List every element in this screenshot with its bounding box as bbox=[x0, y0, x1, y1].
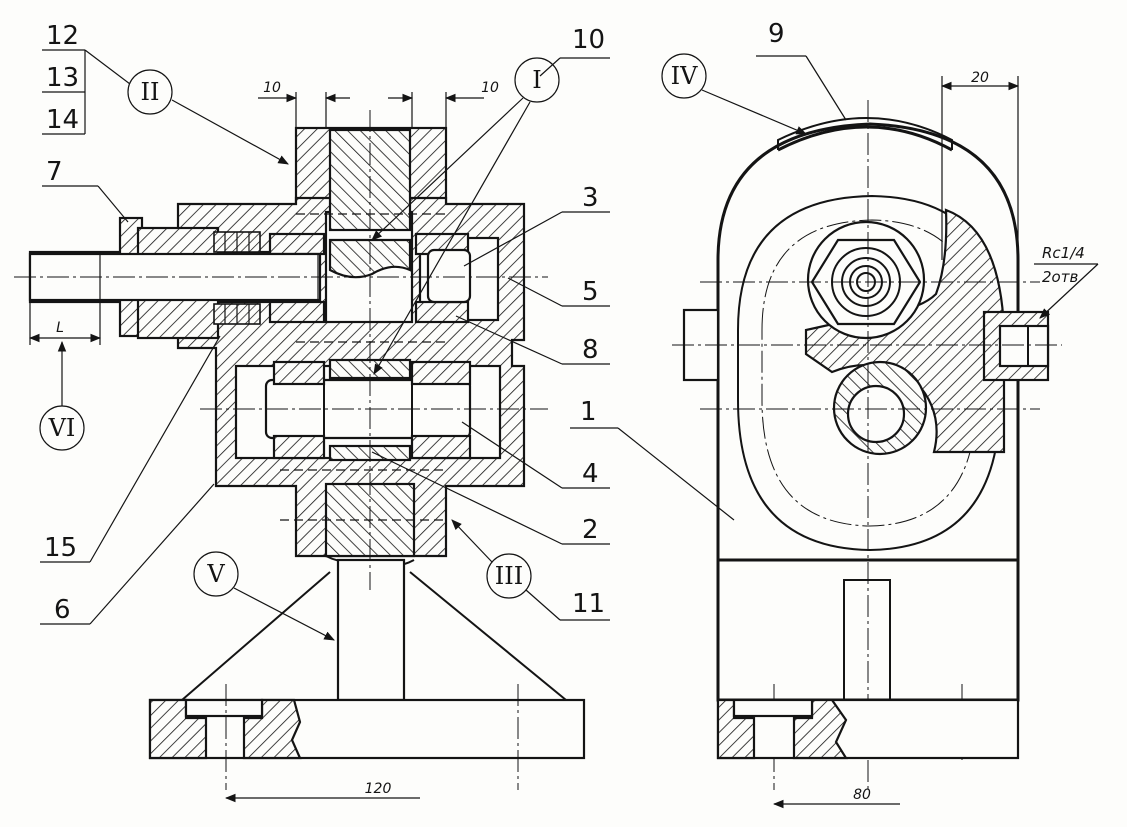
part-label-9: 9 bbox=[768, 19, 785, 49]
upper-nut bbox=[426, 248, 472, 304]
dim-base-span-left: 120 bbox=[365, 781, 392, 797]
lower-bushing-right-b bbox=[410, 434, 472, 460]
side-view: 20 80 Rc1/4 2отв bbox=[672, 70, 1099, 809]
upper-bushing-left bbox=[268, 232, 326, 256]
lower-bushing-left bbox=[272, 360, 326, 386]
top-pad bbox=[777, 125, 953, 152]
callout-circle-I bbox=[514, 57, 560, 103]
thread-note: Rc1/4 bbox=[1042, 244, 1085, 262]
part-label-14: 14 bbox=[46, 105, 79, 135]
part-label-3: 3 bbox=[582, 183, 599, 213]
thread-count: 2отв bbox=[1042, 268, 1078, 286]
dim-shaft-length: L bbox=[56, 320, 64, 336]
front-section-view: 10 10 L 120 bbox=[14, 80, 586, 803]
right-view-labels: 9 IV bbox=[661, 19, 847, 135]
callout-V: V bbox=[206, 560, 225, 588]
callout-circle-V bbox=[193, 551, 239, 597]
lower-bushing-right bbox=[410, 360, 472, 386]
part-label-8: 8 bbox=[582, 335, 599, 365]
part-label-6: 6 bbox=[54, 595, 71, 625]
callout-III: III bbox=[495, 562, 523, 590]
part-label-1: 1 bbox=[580, 397, 597, 427]
lower-bushing-left-b bbox=[272, 434, 326, 460]
part-label-12: 12 bbox=[46, 21, 79, 51]
dim-right-gap: 10 bbox=[481, 80, 499, 96]
part-label-7: 7 bbox=[46, 157, 63, 187]
part-label-4: 4 bbox=[582, 459, 599, 489]
upper-bushing-left-b bbox=[268, 300, 326, 324]
side-column bbox=[843, 579, 891, 701]
dim-base-span-right: 80 bbox=[853, 787, 871, 803]
part-label-10: 10 bbox=[572, 25, 605, 55]
callout-II: II bbox=[141, 78, 160, 106]
callout-I: I bbox=[532, 66, 541, 94]
part-label-2: 2 bbox=[582, 515, 599, 545]
part-label-5: 5 bbox=[582, 277, 599, 307]
callout-VI: VI bbox=[48, 414, 76, 442]
part-label-11: 11 bbox=[572, 589, 605, 619]
stand-column bbox=[336, 558, 406, 702]
callout-circle-IV bbox=[661, 53, 707, 99]
part-label-15: 15 bbox=[44, 533, 77, 563]
pump-body-outline bbox=[716, 122, 1020, 562]
callout-circle-III bbox=[486, 553, 532, 599]
part-label-13: 13 bbox=[46, 63, 79, 93]
callout-circle-II bbox=[127, 69, 173, 115]
dim-left-gap: 10 bbox=[263, 80, 281, 96]
upper-bushing-right-b bbox=[414, 300, 470, 324]
dim-top-right: 20 bbox=[971, 70, 989, 86]
left-view-labels: 12 13 14 II 7 VI 15 6 10 I 3 bbox=[39, 21, 735, 641]
callout-IV: IV bbox=[671, 62, 698, 90]
